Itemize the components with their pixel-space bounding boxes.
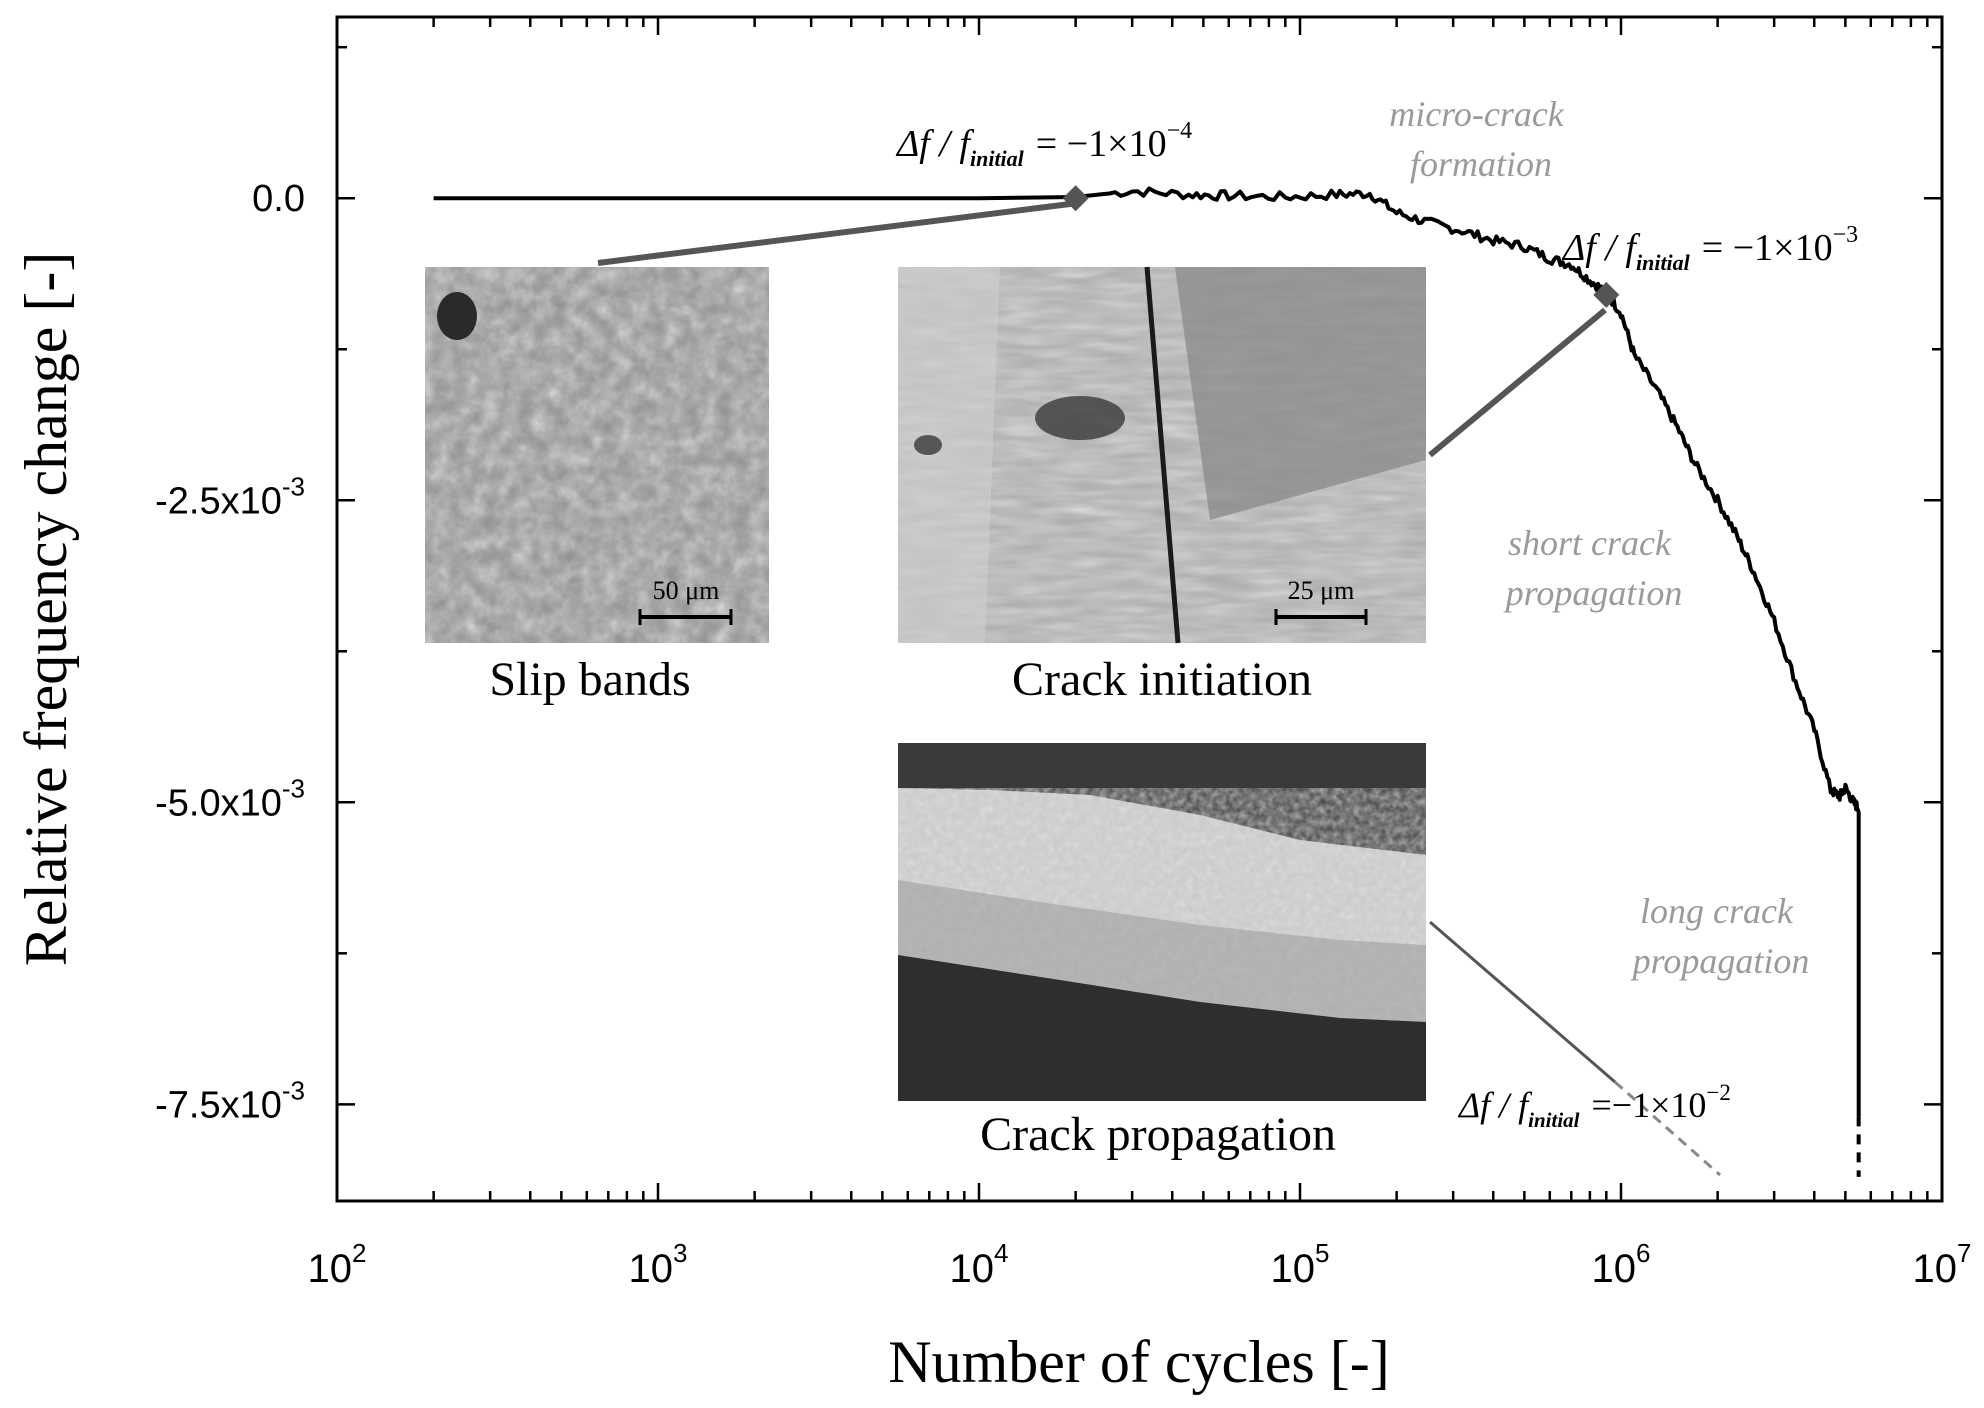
x-tick-label: 104 [950, 1238, 1009, 1291]
markers [1062, 185, 1620, 308]
x-tick-label: 103 [629, 1238, 688, 1291]
connector-line [1614, 1080, 1721, 1177]
series-line [433, 186, 1861, 1117]
x-tick-label: 102 [308, 1238, 367, 1291]
annotation-eq-2: Δf / finitial= −1×10−3 [1561, 222, 1858, 275]
scale-bar-label: 50 μm [653, 576, 720, 605]
stage-label-micro-crack: micro-crack formation [1389, 94, 1573, 184]
x-tick-label: 105 [1271, 1238, 1330, 1291]
y-tick-label: -5.0x10-3 [155, 773, 305, 824]
inset-slip-bands: 50 μm [425, 267, 769, 643]
y-tick-labels: 0.0 -2.5x10-3 -5.0x10-3 -7.5x10-3 [155, 178, 305, 1126]
x-tick-labels: 102 103 104 105 106 107 [308, 1238, 1972, 1291]
inset-dark-grain [437, 292, 477, 340]
connector-line [1428, 307, 1607, 458]
connector-line [1429, 920, 1616, 1084]
y-tick-label: -7.5x10-3 [155, 1075, 305, 1126]
y-axis-ticks [337, 45, 1942, 1106]
x-tick-label: 106 [1592, 1238, 1651, 1291]
connector-line [597, 200, 1079, 266]
stage-label-short-crack: short crack propagation [1503, 523, 1683, 613]
diamond-marker [1062, 185, 1089, 212]
scale-bar-label: 25 μm [1288, 576, 1355, 605]
x-tick-label: 107 [1913, 1238, 1972, 1291]
y-tick-label: -2.5x10-3 [155, 471, 305, 522]
inset-crack-propagation [898, 743, 1426, 1101]
inset-crack-initiation: 25 μm [898, 266, 1426, 644]
inset-crack-line [1144, 266, 1181, 644]
diamond-marker [1593, 281, 1620, 308]
annotation-eq-1: Δf / finitial= −1×10−4 [895, 118, 1192, 171]
inset-caption-slip-bands: Slip bands [489, 653, 690, 706]
annotation-eq-3: Δf / finitial=−1×10−2 [1457, 1080, 1731, 1132]
stage-label-long-crack: long crack propagation [1630, 891, 1810, 981]
inset-caption-crack-initiation: Crack initiation [1012, 653, 1312, 706]
plot-frame [335, 15, 1944, 1203]
inset-caption-crack-propagation: Crack propagation [980, 1108, 1336, 1161]
x-axis-label: Number of cycles [-] [888, 1329, 1389, 1395]
x-axis-ticks [335, 17, 1929, 1201]
y-tick-label: 0.0 [252, 178, 305, 220]
y-axis-label: Relative frequency change [-] [13, 252, 79, 967]
